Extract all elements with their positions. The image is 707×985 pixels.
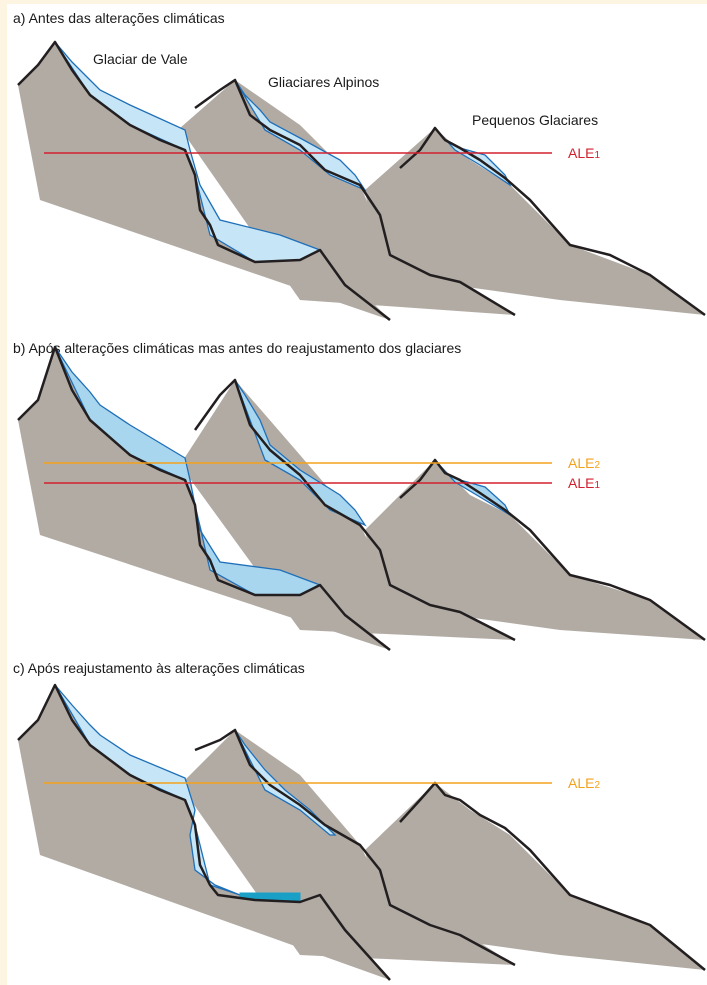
panel-c: c) Após reajustamento às alterações clim…	[0, 650, 707, 985]
mountain-range	[18, 347, 705, 650]
alpine-glacier	[234, 379, 367, 527]
label-alpine-glaciers: Gliaciares Alpinos	[268, 74, 379, 90]
ale2-label: ALE2	[568, 775, 600, 791]
rock-mid	[180, 80, 515, 315]
panel-b-illustration: ALE2 ALE1	[17, 345, 706, 651]
ridges	[17, 683, 706, 981]
panel-c-title: c) Após reajustamento às alterações clim…	[13, 660, 305, 676]
rock-front	[18, 685, 390, 980]
panel-a-illustration: ALE1 Glaciar de Vale Gliaciares Alpinos …	[17, 40, 706, 321]
label-small-glaciers: Pequenos Glaciares	[472, 112, 598, 128]
panel-a: a) Antes das alterações climáticas ALE1 …	[0, 0, 707, 330]
mountain-range	[18, 685, 705, 980]
rock-far	[365, 460, 705, 640]
panel-b-title: b) Após alterações climáticas mas antes …	[13, 340, 462, 356]
panel-a-title: a) Antes das alterações climáticas	[13, 10, 225, 26]
ale2-label: ALE2	[568, 455, 600, 471]
label-valley-glacier: Glaciar de Vale	[93, 51, 188, 67]
ale1-label: ALE1	[568, 475, 600, 491]
panel-b: b) Após alterações climáticas mas antes …	[0, 330, 707, 651]
ale1-label: ALE1	[568, 145, 600, 161]
rock-far	[365, 783, 705, 970]
ridges	[17, 40, 706, 321]
rock-far	[365, 128, 705, 315]
panel-c-illustration: ALE2	[17, 683, 706, 981]
alpine-glacier	[234, 79, 367, 192]
